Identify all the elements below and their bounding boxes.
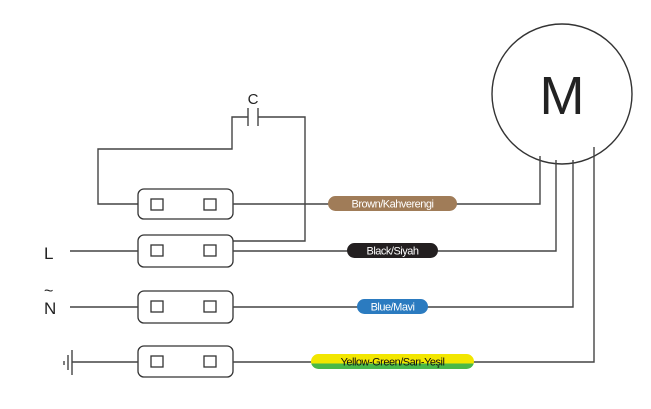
terminal-block-2 — [137, 234, 234, 268]
live-label: L — [44, 244, 53, 263]
neutral-label: N — [44, 299, 56, 318]
terminal-screw — [150, 244, 164, 257]
terminal-block-1 — [137, 188, 234, 220]
black-wire — [233, 160, 557, 252]
terminal-screw — [150, 300, 164, 313]
capacitor-wire-right — [233, 116, 306, 242]
wire-label-pill — [311, 354, 474, 369]
capacitor: C — [247, 91, 259, 126]
capacitor-label: C — [248, 91, 259, 108]
terminal-block-4 — [137, 345, 234, 378]
neutral-tilde: ~ — [44, 283, 53, 300]
capacitor-wire-left — [97, 116, 248, 205]
terminal-screw — [203, 355, 217, 368]
wire-label-text: Black/Siyah — [367, 246, 419, 258]
wire-label-blue: Blue/Mavi — [357, 299, 428, 314]
wire-label-pill — [357, 299, 428, 314]
terminal-screw — [150, 355, 164, 368]
motor-label: M — [540, 66, 585, 126]
ground-icon — [63, 350, 73, 375]
wire-label-brown: Brown/Kahverengi — [328, 196, 457, 211]
wire-label-text: Blue/Mavi — [371, 302, 415, 314]
wire-label-text: Brown/Kahverengi — [352, 199, 434, 211]
terminal-screw — [203, 198, 217, 211]
wire-label-pill — [347, 243, 438, 258]
wire-label-pill — [328, 196, 457, 211]
wire-label-yellow-green: Yellow-Green/Sarı-Yeşil — [311, 354, 474, 369]
blue-wire — [233, 160, 574, 308]
terminal-block-3 — [137, 290, 234, 324]
terminal-screw — [203, 300, 217, 313]
terminal-screw — [203, 244, 217, 257]
motor-circle — [491, 23, 633, 165]
motor: M — [491, 23, 633, 165]
wire-label-black: Black/Siyah — [347, 243, 438, 258]
terminal-screw — [150, 198, 164, 211]
wire-label-text: Yellow-Green/Sarı-Yeşil — [341, 357, 445, 369]
